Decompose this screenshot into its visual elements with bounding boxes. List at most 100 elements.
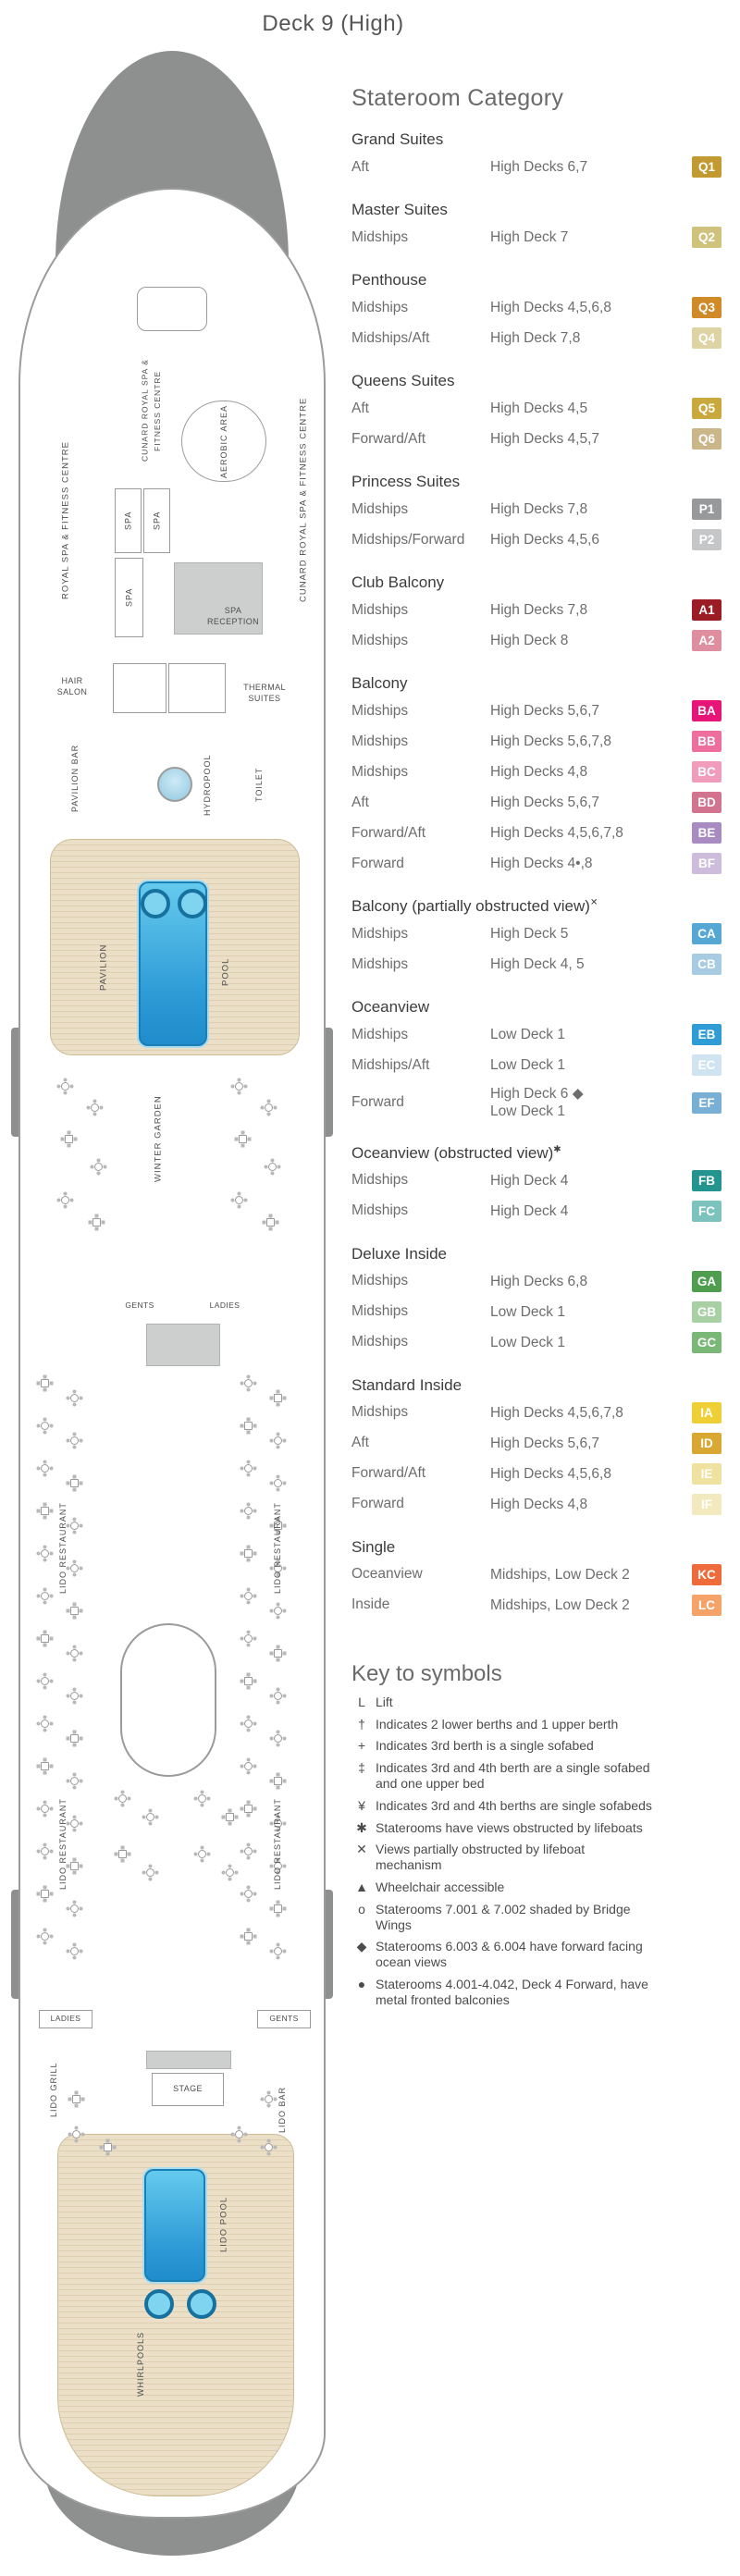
table-icon [244, 1464, 253, 1473]
key-item: ✱Staterooms have views obstructed by lif… [352, 1820, 722, 1836]
category-code-badge: Q6 [692, 428, 722, 450]
table-icon [244, 1549, 253, 1558]
label-spa-2: SPA [143, 488, 170, 553]
label-lido-restaurant-1l: LIDO RESTAURANT [57, 1502, 68, 1595]
category-code-badge: BE [692, 822, 722, 844]
category-location: Midships [352, 1404, 409, 1421]
table-icon [244, 1762, 253, 1770]
table-icon [70, 1394, 79, 1402]
table-icon [70, 1947, 79, 1955]
key-description: Views partially obstructed by lifeboat m… [376, 1842, 586, 1873]
table-icon [94, 1163, 103, 1171]
table-icon [274, 1947, 282, 1955]
label-aerobic-area: AEROBIC AREA [181, 401, 266, 482]
category-decks: High Decks 4,5,6,7,8 [490, 1404, 623, 1421]
label-whirlpools: WHIRLPOOLS [135, 2332, 145, 2397]
key-symbol: ‡ [358, 1760, 365, 1776]
category-location: Midships [352, 955, 409, 972]
lido-pool [142, 2167, 207, 2284]
table-icon [70, 1607, 79, 1615]
table-icon [274, 1522, 282, 1530]
key-symbol: ¥ [358, 1797, 365, 1813]
category-location: Forward/Aft [352, 430, 426, 447]
category-decks: High Deck 4 [490, 1202, 569, 1219]
treatment-room-1 [113, 663, 166, 713]
table-icon [61, 1082, 69, 1091]
table-icon [104, 2143, 112, 2151]
key-symbol: ◆ [356, 1939, 367, 1954]
table-icon [70, 1734, 79, 1743]
label-toilet: TOILET [253, 767, 264, 802]
category-group-title: Grand Suites [352, 130, 444, 148]
category-group-title: Club Balcony [352, 573, 445, 591]
category-decks: High Decks 7,8 [490, 500, 588, 517]
table-icon [41, 1805, 49, 1813]
table-icon [41, 1422, 49, 1430]
table-icon [274, 1479, 282, 1487]
key-symbol: † [358, 1716, 365, 1732]
table-icon [265, 2095, 273, 2103]
deck-labels: CUNARD ROYAL SPA & FITNESS CENTRE AEROBIC… [17, 51, 331, 2562]
category-decks: High Decks 5,6,7 [490, 702, 600, 719]
table-icon [70, 1649, 79, 1658]
category-location: Forward/Aft [352, 1465, 426, 1482]
stairs-block-mid [146, 1324, 220, 1366]
table-icon [70, 1692, 79, 1700]
table-icon [41, 1677, 49, 1685]
category-code-badge: IE [692, 1462, 722, 1485]
table-icon [91, 1103, 99, 1112]
category-location: Midships [352, 1303, 409, 1320]
label-cunard-spa-right: CUNARD ROYAL SPA & FITNESS CENTRE [298, 397, 309, 602]
category-decks: High Decks 4,5,6,7,8 [490, 824, 623, 841]
category-decks: High Decks 5,6,7 [490, 1435, 600, 1451]
table-icon [41, 1379, 49, 1387]
label-cunard-spa-bow: CUNARD ROYAL SPA & FITNESS CENTRE [140, 359, 162, 462]
deck-tables [17, 51, 331, 2562]
category-code-badge: Q2 [692, 227, 722, 248]
category-decks: Low Deck 1 [490, 1026, 565, 1042]
table-icon [118, 1794, 127, 1803]
key-item: ✕Views partially obstructed by lifeboat … [352, 1842, 722, 1873]
category-code-badge: EF [692, 1091, 722, 1114]
table-icon [244, 1847, 253, 1855]
label-thermal-suites: THERMAL SUITES [243, 683, 286, 703]
table-icon [274, 1904, 282, 1913]
table-icon [244, 1592, 253, 1600]
key-description: Indicates 3rd and 4th berth are a single… [376, 1760, 650, 1791]
category-decks: Low Deck 1 [490, 1334, 565, 1350]
label-lido-restaurant-1r: LIDO RESTAURANT [272, 1502, 282, 1595]
category-code-badge: P2 [692, 529, 722, 550]
table-icon [70, 1819, 79, 1828]
key-item: +Indicates 3rd berth is a single sofabed [352, 1738, 722, 1754]
category-code-badge: BA [692, 700, 722, 721]
category-code-badge: CA [692, 923, 722, 944]
category-code-badge: FC [692, 1200, 722, 1222]
label-royal-spa: ROYAL SPA & FITNESS CENTRE [60, 441, 71, 599]
stairs-block-stage [146, 2051, 231, 2069]
category-decks: Midships, Low Deck 2 [490, 1566, 630, 1583]
label-ladies-mid: LADIES [209, 1300, 240, 1311]
category-location: Midships/Forward [352, 531, 465, 548]
category-code-badge: LC [692, 1594, 722, 1616]
label-lido-pool: LIDO POOL [218, 2196, 229, 2253]
table-icon [265, 1103, 273, 1112]
label-winter-garden: WINTER GARDEN [153, 1095, 164, 1182]
